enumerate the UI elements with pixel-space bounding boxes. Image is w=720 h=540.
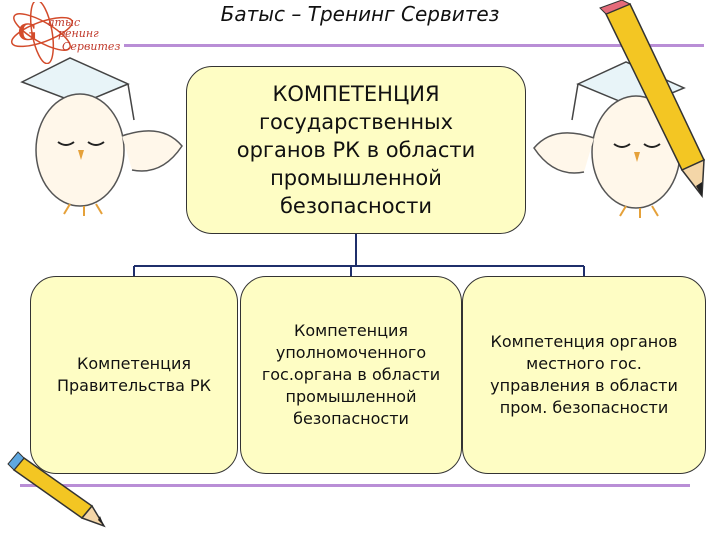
logo-initial: G: [18, 20, 37, 46]
company-logo: G атыс ренинг Сервитез: [4, 0, 121, 65]
logo-line-3: Сервитез: [62, 40, 121, 53]
child-box-text: Компетенция уполномоченного гос.органа в…: [261, 321, 441, 428]
atom-logo-icon: [10, 0, 74, 65]
connector-lines: [133, 234, 585, 276]
child-box-authorized-body: Компетенция уполномоченного гос.органа в…: [240, 276, 462, 474]
logo-line-1: атыс: [48, 16, 81, 29]
main-concept-text: КОМПЕТЕНЦИЯ государственных органов РК в…: [236, 82, 476, 218]
child-box-text: Компетенция Правительства РК: [56, 354, 212, 395]
main-concept-box: КОМПЕТЕНЦИЯ государственных органов РК в…: [186, 66, 526, 234]
header-divider: [124, 44, 704, 47]
child-box-government: Компетенция Правительства РК: [30, 276, 238, 474]
owl-graduate-icon: [533, 61, 686, 218]
header-title: Батыс – Тренинг Сервитез: [220, 2, 500, 26]
child-box-text: Компетенция органов местного гос. управл…: [490, 332, 678, 417]
pencil-icon: [599, 0, 706, 199]
pencil-icon: [7, 451, 106, 528]
owl-graduate-icon: [20, 57, 183, 216]
logo-line-2: ренинг: [58, 27, 99, 40]
footer-divider: [20, 484, 690, 487]
child-box-local-government: Компетенция органов местного гос. управл…: [462, 276, 706, 474]
